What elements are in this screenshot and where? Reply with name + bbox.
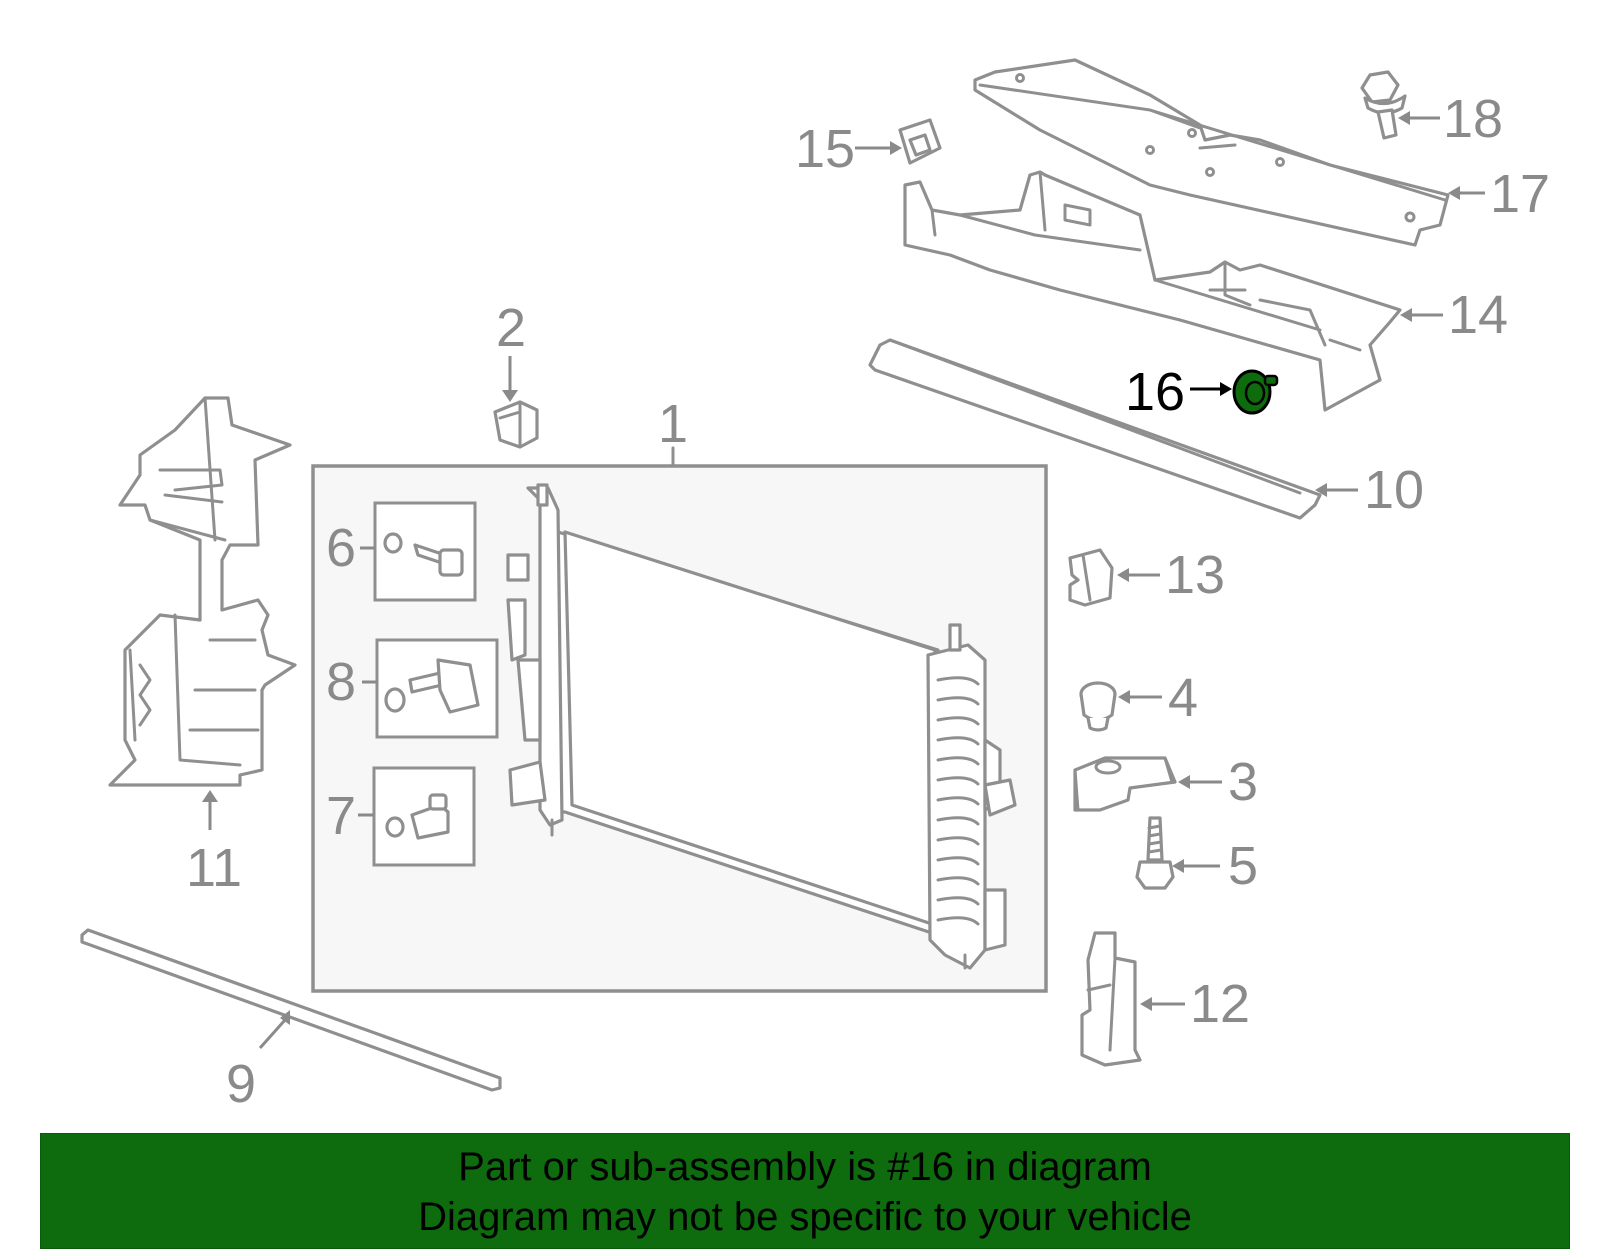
part-13-nut-clip <box>1068 548 1114 607</box>
callout-8: 8 <box>326 652 356 712</box>
part-2-cushion <box>493 356 539 449</box>
part-14-upper-tie-bar <box>903 170 1402 412</box>
callout-10: 10 <box>1364 460 1424 520</box>
part-11-left-air-deflector <box>108 396 297 830</box>
part-17-radiator-cover <box>973 58 1450 247</box>
cover-holes <box>1015 73 1416 223</box>
banner-line-part: Part or sub-assembly is #16 in diagram <box>458 1145 1152 1189</box>
part-12-side-bracket <box>1080 931 1142 1067</box>
radiator-assembly <box>311 446 1048 993</box>
callout-15: 15 <box>795 119 855 179</box>
callout-3: 3 <box>1228 752 1258 812</box>
part-8-fitting-inset <box>375 638 499 739</box>
part-9-seal-strip <box>80 928 502 1092</box>
callout-14: 14 <box>1448 285 1508 345</box>
callout-16: 16 <box>1125 362 1185 422</box>
callout-13: 13 <box>1165 545 1225 605</box>
callout-1: 1 <box>658 394 688 454</box>
part-18-bolt <box>1360 70 1407 140</box>
callout-4: 4 <box>1168 668 1198 728</box>
part-10-upper-seal <box>868 338 1322 520</box>
leader-lines <box>358 111 1485 1011</box>
callout-17: 17 <box>1490 164 1550 224</box>
part-4-grommet <box>1079 681 1117 732</box>
radiator-fins <box>936 676 980 926</box>
callout-labels: 1 2 3 4 5 6 7 8 9 10 11 12 13 14 15 16 1… <box>186 89 1550 1114</box>
part-info-banner: Part or sub-assembly is #16 in diagram D… <box>40 1133 1570 1249</box>
callout-7: 7 <box>326 786 356 846</box>
callout-11: 11 <box>186 838 242 898</box>
part-15-clip <box>898 118 942 165</box>
callout-12: 12 <box>1190 974 1250 1034</box>
part-5-bolt <box>1135 816 1175 890</box>
callout-6: 6 <box>326 518 356 578</box>
callout-9: 9 <box>226 1054 256 1114</box>
part-7-plug-inset <box>372 766 476 867</box>
callout-18: 18 <box>1443 89 1503 149</box>
part-16-push-pin <box>1232 369 1279 415</box>
part-6-bolt-inset <box>373 501 477 602</box>
callout-2: 2 <box>496 298 526 358</box>
callout-5: 5 <box>1228 836 1258 896</box>
part-3-bracket <box>1073 756 1177 812</box>
banner-line-disclaimer: Diagram may not be specific to your vehi… <box>418 1195 1192 1239</box>
